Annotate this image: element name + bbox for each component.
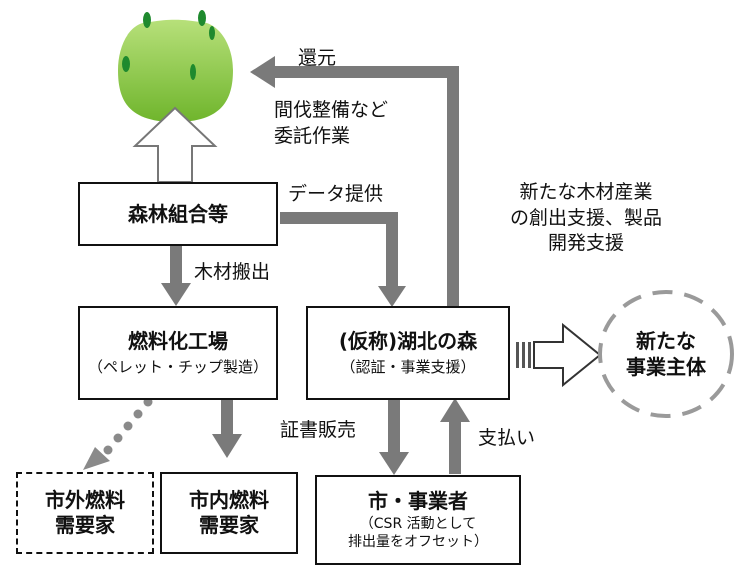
lake-forest-box: (仮称)湖北の森 （認証・事業支援）	[306, 306, 510, 400]
lake-forest-title: (仮称)湖北の森	[338, 329, 478, 354]
data-provision-label: データ提供	[288, 183, 384, 205]
lake-forest-subtitle: （認証・事業支援）	[340, 358, 476, 377]
certificate-sales-arrow	[379, 400, 409, 475]
payment-label: 支払い	[478, 427, 536, 449]
tree-icon	[118, 10, 233, 123]
timber-transport-label: 木材搬出	[194, 261, 271, 283]
certificate-sales-label: 証書販売	[280, 419, 357, 441]
fuel-supply-arrow	[212, 398, 242, 458]
hollow-right-arrow	[516, 322, 602, 388]
dotted-arrow	[83, 397, 153, 470]
city-business-title: 市・事業者	[368, 489, 468, 513]
new-business-ellipse	[598, 290, 734, 418]
timber-transport-arrow	[161, 245, 191, 306]
city-demand-box: 市内燃料 需要家	[160, 472, 298, 554]
new-industry-label: 新たな木材産業 の創出支援、製品 開発支援	[509, 181, 662, 255]
data-provision-arrow	[280, 212, 406, 307]
fuel-factory-box: 燃料化工場 （ペレット・チップ製造）	[78, 306, 278, 400]
outside-demand-title: 市外燃料 需要家	[45, 488, 125, 537]
fuel-factory-subtitle: （ペレット・チップ製造）	[87, 358, 268, 377]
payment-arrow	[440, 398, 470, 474]
forest-union-title: 森林組合等	[128, 201, 228, 226]
city-business-subtitle: （CSR 活動として 排出量をオフセット）	[348, 516, 488, 550]
return-arrow	[250, 56, 459, 306]
new-business-title: 新たな 事業主体	[626, 329, 706, 379]
hollow-up-arrow	[132, 106, 218, 183]
city-demand-title: 市内燃料 需要家	[189, 488, 269, 537]
forest-union-box: 森林組合等	[78, 182, 278, 246]
outside-demand-box: 市外燃料 需要家	[16, 472, 154, 554]
thinning-label: 間伐整備など 委託作業	[274, 99, 389, 147]
return-label: 還元	[298, 47, 337, 69]
city-business-box: 市・事業者 （CSR 活動として 排出量をオフセット）	[315, 475, 521, 565]
fuel-factory-title: 燃料化工場	[128, 329, 228, 354]
